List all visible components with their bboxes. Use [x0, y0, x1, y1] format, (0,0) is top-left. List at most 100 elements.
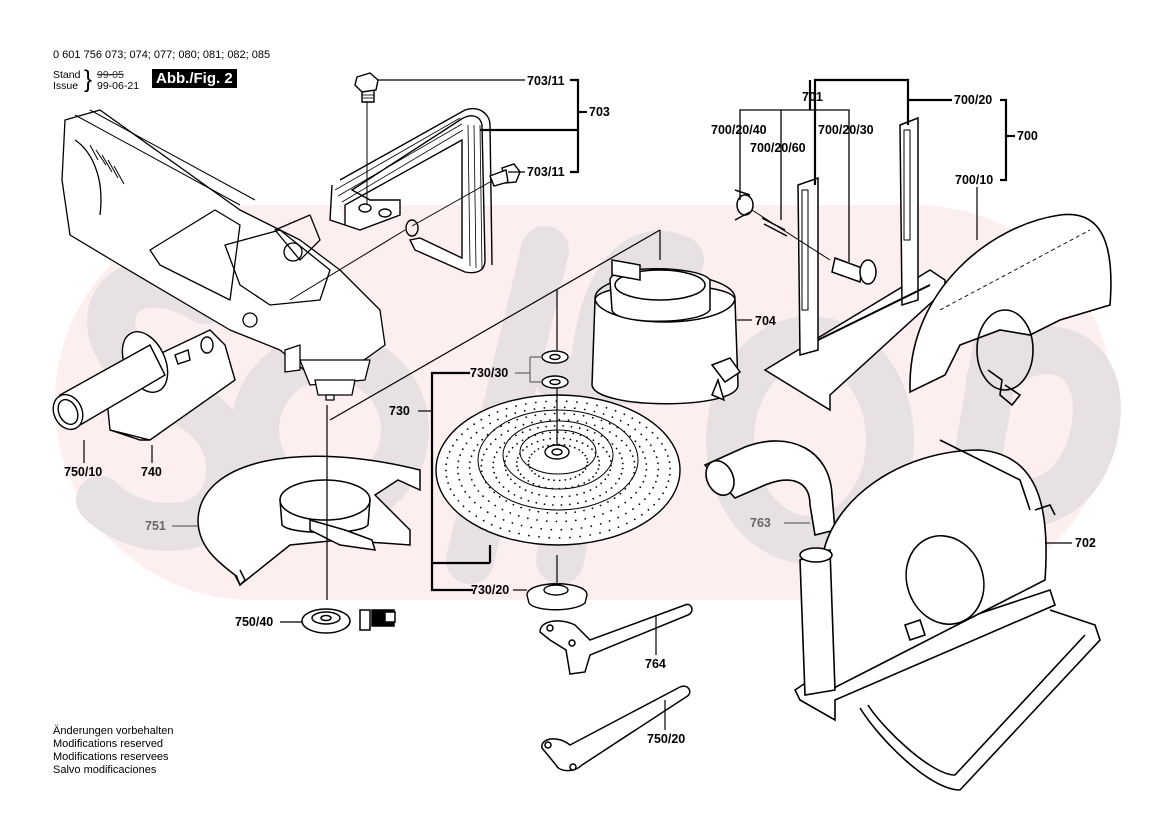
perforation-dot [445, 469, 447, 472]
perforation-dot [498, 481, 501, 484]
perforation-dot [529, 428, 531, 431]
perforation-dot [611, 416, 614, 418]
perforation-dot [486, 511, 489, 514]
perforation-dot [494, 515, 497, 518]
footer-line-fr: Modifications reservees [53, 751, 169, 763]
perforation-dot [489, 422, 491, 425]
perforation-dot [466, 428, 469, 430]
perforation-dot [494, 438, 497, 441]
perforation-dot [627, 423, 630, 426]
perforation-dot [567, 419, 570, 421]
perforation-dot [600, 435, 603, 437]
perforation-dot [534, 414, 537, 417]
perforation-dot [631, 477, 634, 480]
perforation-dot [609, 460, 612, 462]
perforation-dot [602, 446, 605, 449]
perforation-dot [568, 503, 571, 506]
perforation-dot [625, 522, 628, 525]
perforation-dot [589, 534, 592, 536]
perforation-dot [524, 489, 527, 492]
label-740: 740 [141, 465, 162, 479]
perforation-dot [502, 519, 505, 521]
perforation-dot [644, 475, 647, 477]
perforation-dot [521, 439, 524, 442]
label-730-30-text: 730/30 [470, 366, 509, 380]
perforation-dot [605, 450, 608, 453]
perforation-dot [605, 406, 608, 409]
perforation-dot [620, 457, 623, 460]
perforation-dot [462, 505, 465, 508]
perforation-dot [649, 444, 652, 447]
perforation-dot [564, 431, 567, 434]
perforation-dot [505, 455, 508, 458]
perforation-dot [592, 475, 594, 478]
perforation-dot [515, 405, 517, 407]
perforation-dot [490, 523, 493, 526]
perforation-dot [645, 469, 648, 471]
perforation-dot [652, 486, 655, 489]
perforation-dot [498, 496, 501, 498]
perforation-dot [598, 464, 601, 466]
perforation-dot [492, 461, 495, 464]
label-702: 702 [1075, 536, 1096, 550]
perforation-dot [629, 449, 632, 452]
perforation-dot [551, 487, 554, 490]
perforation-dot [477, 490, 480, 492]
perforation-dot [588, 479, 590, 481]
auxiliary-handle [52, 329, 236, 441]
perforation-dot [653, 450, 656, 452]
leader-lines [83, 78, 1072, 730]
perforation-dot [633, 518, 636, 521]
perforation-dot [564, 479, 567, 481]
perforation-dot [464, 490, 467, 493]
perforation-dot [475, 431, 478, 434]
perforation-dot [514, 482, 516, 485]
perforation-dot [508, 530, 511, 533]
perforation-dot [580, 527, 583, 529]
label-700-20-60: 700/20/60 [750, 141, 806, 155]
perforation-dot [457, 500, 460, 502]
perforation-dot [514, 426, 517, 429]
perforation-dot [473, 501, 476, 504]
perforation-dot [583, 491, 585, 494]
perforation-dot [456, 466, 459, 469]
perforation-dot [527, 463, 530, 466]
perforation-dot [549, 437, 552, 440]
perforation-dot [488, 486, 491, 489]
perforation-dot [592, 439, 595, 442]
perforation-dot [482, 427, 484, 429]
perforation-dot [586, 436, 589, 439]
perforation-dot [507, 430, 509, 432]
perforation-dot [624, 488, 627, 490]
perforation-dot [610, 487, 613, 489]
perforation-dot [632, 508, 634, 510]
perforation-dot [579, 434, 582, 436]
perforation-dot [537, 448, 540, 450]
perforation-dot [515, 434, 517, 437]
perforation-dot [591, 507, 594, 510]
perforation-dot [639, 486, 642, 489]
perforation-dot [625, 512, 627, 515]
perforation-dot [640, 433, 643, 436]
perforation-dot [495, 451, 498, 454]
perforation-dot [528, 509, 531, 511]
perforation-dot [645, 438, 648, 441]
perforation-dot [563, 444, 566, 446]
perforation-dot [610, 464, 612, 467]
perforation-dot [538, 536, 540, 538]
perforation-dot [596, 455, 599, 458]
perforation-dot [538, 493, 540, 496]
perforation-dot [562, 425, 564, 427]
perforation-dot [506, 474, 509, 476]
footer-line-de: Änderungen vorbehalten [53, 725, 174, 737]
perforation-dot [576, 420, 579, 423]
perforation-dot [631, 455, 634, 457]
perforation-dot [501, 508, 504, 511]
pin-spanners [539, 603, 693, 772]
perforation-dot [528, 534, 530, 537]
perforation-dot [469, 473, 471, 475]
perforation-dot [517, 469, 520, 472]
label-703-11-bottom: 703/11 [527, 165, 565, 179]
perforation-dot [584, 454, 587, 457]
perforation-dot [542, 477, 545, 480]
